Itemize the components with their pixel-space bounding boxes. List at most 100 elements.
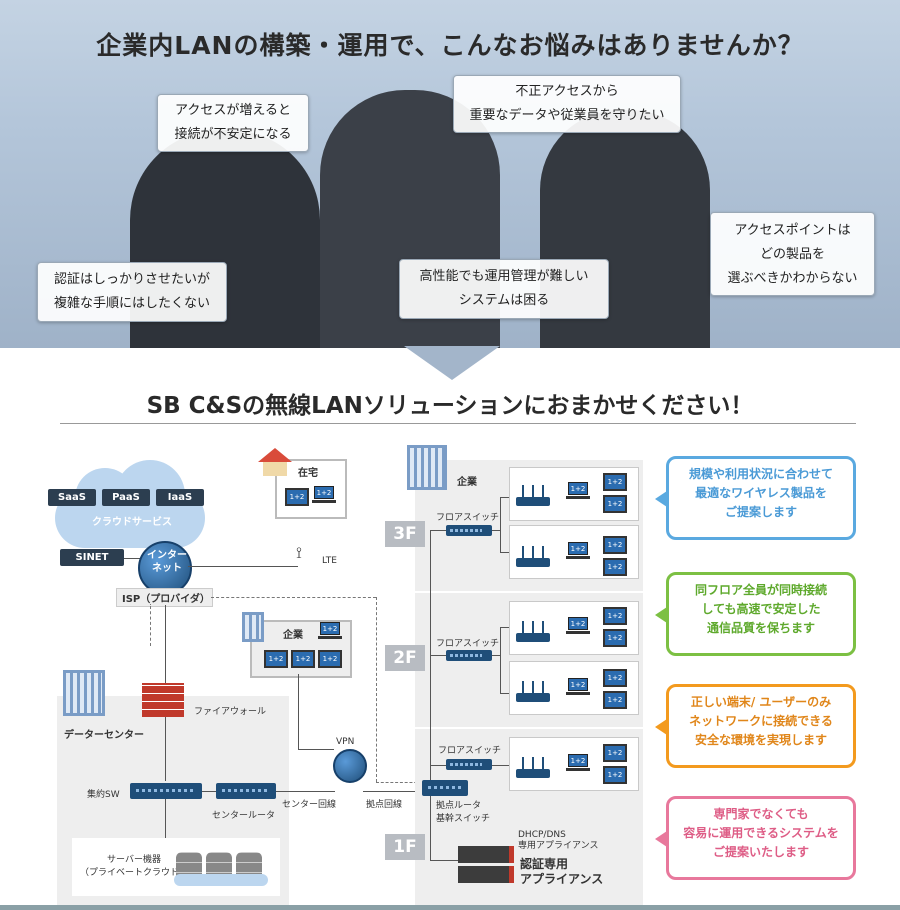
callout-easy-operation: 専門家でなくても 容易に運用できるシステムを ご提案いたします (655, 796, 856, 880)
callout-pointer (655, 491, 667, 507)
access-point-icon (516, 680, 550, 702)
appliance-big-label: 認証専用 アプライアンス (520, 857, 603, 887)
base-router-icon (422, 780, 468, 796)
appliance-icon (458, 846, 514, 884)
firewall-label: ファイアウォール (194, 707, 267, 717)
callout-pointer (655, 831, 667, 847)
bubble-line: 高性能でも運用管理が難しい (419, 269, 589, 284)
internet-label-line: インター (147, 550, 187, 561)
concern-bubble-authentication: 認証はしっかりさせたいが 複雑な手順にはしたくない (37, 262, 227, 322)
floor-switch-label-1f: フロアスイッチ (438, 746, 502, 756)
cloud-service-label: クラウドサービス (92, 517, 172, 528)
appliance-big-line: アプライアンス (520, 872, 604, 886)
floor-3f-badge: 3F (385, 521, 425, 547)
callout-line: ご提案します (724, 505, 797, 519)
bubble-line: 重要なデータや従業員を守りたい (469, 108, 665, 123)
base-line-label: 拠点回線 (366, 800, 403, 810)
branch-label: 企業 (283, 630, 303, 641)
server-label-line: （プライベートクラウド） (80, 868, 189, 878)
tablet-device: 1+2 (603, 766, 627, 784)
branch-tablet-1: 1+2 (264, 650, 288, 668)
floor-switch-label-3f: フロアスイッチ (436, 513, 500, 523)
floor-switch-3f-icon (446, 525, 492, 536)
callout-line: 正しい端末/ ユーザーのみ (690, 695, 832, 709)
isp-label: ISP（プロバイダ） (122, 594, 210, 605)
internet-label-line: ネット (152, 563, 182, 574)
center-router-label: センタールータ (212, 811, 276, 821)
bubble-line: 複雑な手順にはしたくない (53, 296, 210, 311)
tablet-device: 1+2 (603, 558, 627, 576)
sinet-pill: SINET (60, 549, 124, 566)
saas-pill: SaaS (48, 489, 96, 506)
bubble-line: 認証はしっかりさせたいが (53, 272, 210, 287)
callout-line: 通信品質を保ちます (706, 621, 815, 635)
base-router-label: 拠点ルータ 基幹スイッチ (436, 800, 490, 826)
laptop-icon: 1+2 (566, 678, 590, 696)
internet-label: インター ネット (147, 549, 187, 575)
appliance-small-line: 専用アプライアンス (518, 841, 599, 851)
base-router-label-line: 拠点ルータ (436, 801, 482, 811)
floor-divider-3f (415, 591, 643, 593)
callout-line: ご提案いたします (712, 845, 809, 859)
floor-2f-badge: 2F (385, 645, 425, 671)
core-switch-icon (130, 783, 202, 799)
callout-line: 規模や利用状況に合わせて (688, 467, 833, 481)
tablet-device: 1+2 (603, 744, 627, 762)
concern-bubble-unstable: アクセスが増えると 接続が不安定になる (157, 94, 309, 152)
house-icon (258, 448, 292, 476)
tablet-device: 1+2 (603, 691, 627, 709)
home-label: 在宅 (298, 468, 318, 479)
lte-label: LTE (322, 556, 337, 566)
tablet-device: 1+2 (603, 536, 627, 554)
server-storage-icon (174, 848, 268, 888)
appliance-small-line: DHCP/DNS (518, 830, 566, 840)
base-router-label-line: 基幹スイッチ (436, 814, 491, 824)
tablet-device: 1+2 (603, 669, 627, 687)
floor-switch-2f-icon (446, 650, 492, 661)
tablet-device: 1+2 (603, 473, 627, 491)
floor-divider-2f (415, 727, 643, 729)
concern-bubble-security: 不正アクセスから 重要なデータや従業員を守りたい (453, 75, 681, 133)
down-arrow-icon (404, 346, 500, 380)
callout-line: 最適なワイヤレス製品を (695, 486, 827, 500)
tablet-device: 1+2 (603, 607, 627, 625)
callout-line: 専門家でなくても (713, 807, 809, 821)
floor-switch-1f-icon (446, 759, 492, 770)
callout-pointer (655, 607, 667, 623)
concern-bubble-management: 高性能でも運用管理が難しい システムは困る (399, 259, 609, 319)
floor-switch-label-2f: フロアスイッチ (436, 639, 500, 649)
server-label-line: サーバー機器 (107, 855, 161, 865)
bubble-line: アクセスが増えると (175, 103, 291, 118)
callout-line: 容易に運用できるシステムを (683, 826, 839, 840)
callout-line: しても高速で安定した (701, 602, 821, 616)
solution-title: SB C&Sの無線LANソリューションにおまかせください！ (146, 393, 754, 419)
access-point-icon (516, 756, 550, 778)
bubble-line: 不正アクセスから (515, 84, 619, 99)
home-laptop-icon: 1+2 (312, 486, 336, 504)
bubble-line: どの製品を (759, 247, 825, 262)
vpn-globe-icon (333, 749, 367, 783)
branch-tablet-3: 1+2 (318, 650, 342, 668)
hero-title: 企業内LANの構築・運用で、こんなお悩みはありませんか？ (96, 31, 804, 60)
callout-line: 安全な環境を実現します (694, 733, 827, 747)
paas-pill: PaaS (102, 489, 150, 506)
callout-pointer (655, 719, 667, 735)
datacenter-label: データーセンター (64, 730, 144, 741)
appliance-small-label: DHCP/DNS 専用アプライアンス (518, 830, 598, 852)
appliance-big-line: 認証専用 (520, 857, 569, 871)
callout-line: 同フロア全員が同時接続 (694, 583, 827, 597)
callout-line: ネットワークに接続できる (689, 714, 833, 728)
bottom-rule (0, 905, 900, 910)
bubble-line: 選ぶべきかわからない (727, 271, 858, 286)
center-router-icon (216, 783, 276, 799)
floor-1f-badge: 1F (385, 834, 425, 860)
branch-building-icon (242, 612, 264, 642)
home-tablet: 1+2 (285, 488, 309, 506)
branch-tablet-2: 1+2 (291, 650, 315, 668)
bubble-line: 接続が不安定になる (174, 127, 292, 142)
access-point-icon (516, 620, 550, 642)
callout-product-proposal: 規模や利用状況に合わせて 最適なワイヤレス製品を ご提案します (655, 456, 856, 540)
lte-antenna-icon: ⟟ (296, 543, 302, 562)
vpn-label: VPN (336, 737, 355, 747)
core-switch-label: 集約SW (87, 790, 120, 800)
